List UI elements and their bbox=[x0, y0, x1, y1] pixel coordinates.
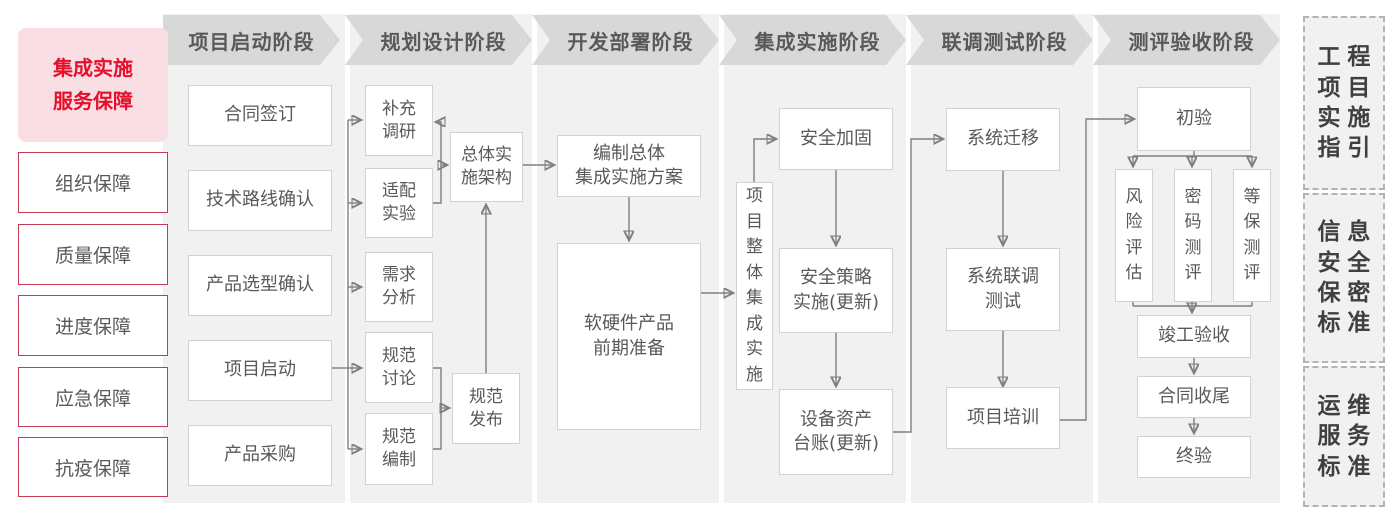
node-spec-discussion: 规范 讨论 bbox=[365, 332, 433, 403]
node-crypto-evaluation: 密 码 测 评 bbox=[1174, 169, 1212, 302]
guarantee-schedule: 进度保障 bbox=[18, 295, 168, 356]
phase-header-project-kickoff: 项目启动阶段 bbox=[163, 15, 340, 65]
node-product-procurement: 产品采购 bbox=[188, 425, 332, 486]
node-spec-release: 规范 发布 bbox=[452, 373, 520, 444]
node-product-selection-confirm: 产品选型确认 bbox=[188, 255, 332, 316]
standard-info-security-confidentiality: 信息 安全 保密 标准 bbox=[1303, 193, 1385, 363]
node-classified-protection-eval: 等 保 测 评 bbox=[1233, 169, 1271, 302]
node-final-acceptance: 终验 bbox=[1137, 436, 1251, 478]
node-tech-route-confirm: 技术路线确认 bbox=[188, 170, 332, 231]
node-preliminary-acceptance: 初验 bbox=[1137, 87, 1251, 151]
node-completion-acceptance: 竣工验收 bbox=[1137, 315, 1251, 358]
node-contract-closure: 合同收尾 bbox=[1137, 376, 1251, 418]
node-project-overall-integration: 项 目 整 体 集 成 实 施 bbox=[736, 182, 773, 390]
node-risk-assessment: 风 险 评 估 bbox=[1115, 169, 1153, 302]
node-contract-signing: 合同签订 bbox=[188, 85, 332, 146]
node-security-hardening: 安全加固 bbox=[779, 108, 893, 170]
node-security-policy-impl: 安全策略 实施(更新) bbox=[779, 248, 893, 333]
node-requirement-analysis: 需求 分析 bbox=[365, 252, 433, 322]
guarantee-emergency: 应急保障 bbox=[18, 367, 168, 427]
node-adaptation-test: 适配 实验 bbox=[365, 168, 433, 238]
node-hw-sw-preparation: 软硬件产品 前期准备 bbox=[557, 243, 701, 430]
node-overall-impl-architecture: 总体实 施架构 bbox=[450, 132, 523, 202]
node-spec-drafting: 规范 编制 bbox=[365, 413, 433, 485]
standard-project-implementation-guide: 工程 项目 实施 指引 bbox=[1303, 16, 1385, 190]
node-overall-integration-plan: 编制总体 集成实施方案 bbox=[557, 135, 701, 197]
node-asset-ledger-update: 设备资产 台账(更新) bbox=[779, 389, 893, 475]
node-project-training: 项目培训 bbox=[946, 387, 1060, 449]
guarantee-quality: 质量保障 bbox=[18, 224, 168, 285]
node-system-migration: 系统迁移 bbox=[946, 108, 1060, 171]
standard-om-service: 运维 服务 标准 bbox=[1303, 366, 1385, 507]
phase-header-planning-design: 规划设计阶段 bbox=[345, 15, 532, 65]
phase-header-joint-test: 联调测试阶段 bbox=[906, 15, 1093, 65]
node-system-joint-test: 系统联调 测试 bbox=[946, 248, 1060, 331]
node-project-kickoff: 项目启动 bbox=[188, 340, 332, 401]
phase-header-integration-impl: 集成实施阶段 bbox=[719, 15, 906, 65]
guarantee-organization: 组织保障 bbox=[18, 152, 168, 213]
diagram-title: 集成实施 服务保障 bbox=[18, 28, 168, 142]
guarantee-epidemic: 抗疫保障 bbox=[18, 437, 168, 497]
phase-header-eval-acceptance: 测评验收阶段 bbox=[1093, 15, 1280, 65]
phase-header-dev-deploy: 开发部署阶段 bbox=[532, 15, 719, 65]
node-supplementary-research: 补充 调研 bbox=[365, 85, 433, 156]
